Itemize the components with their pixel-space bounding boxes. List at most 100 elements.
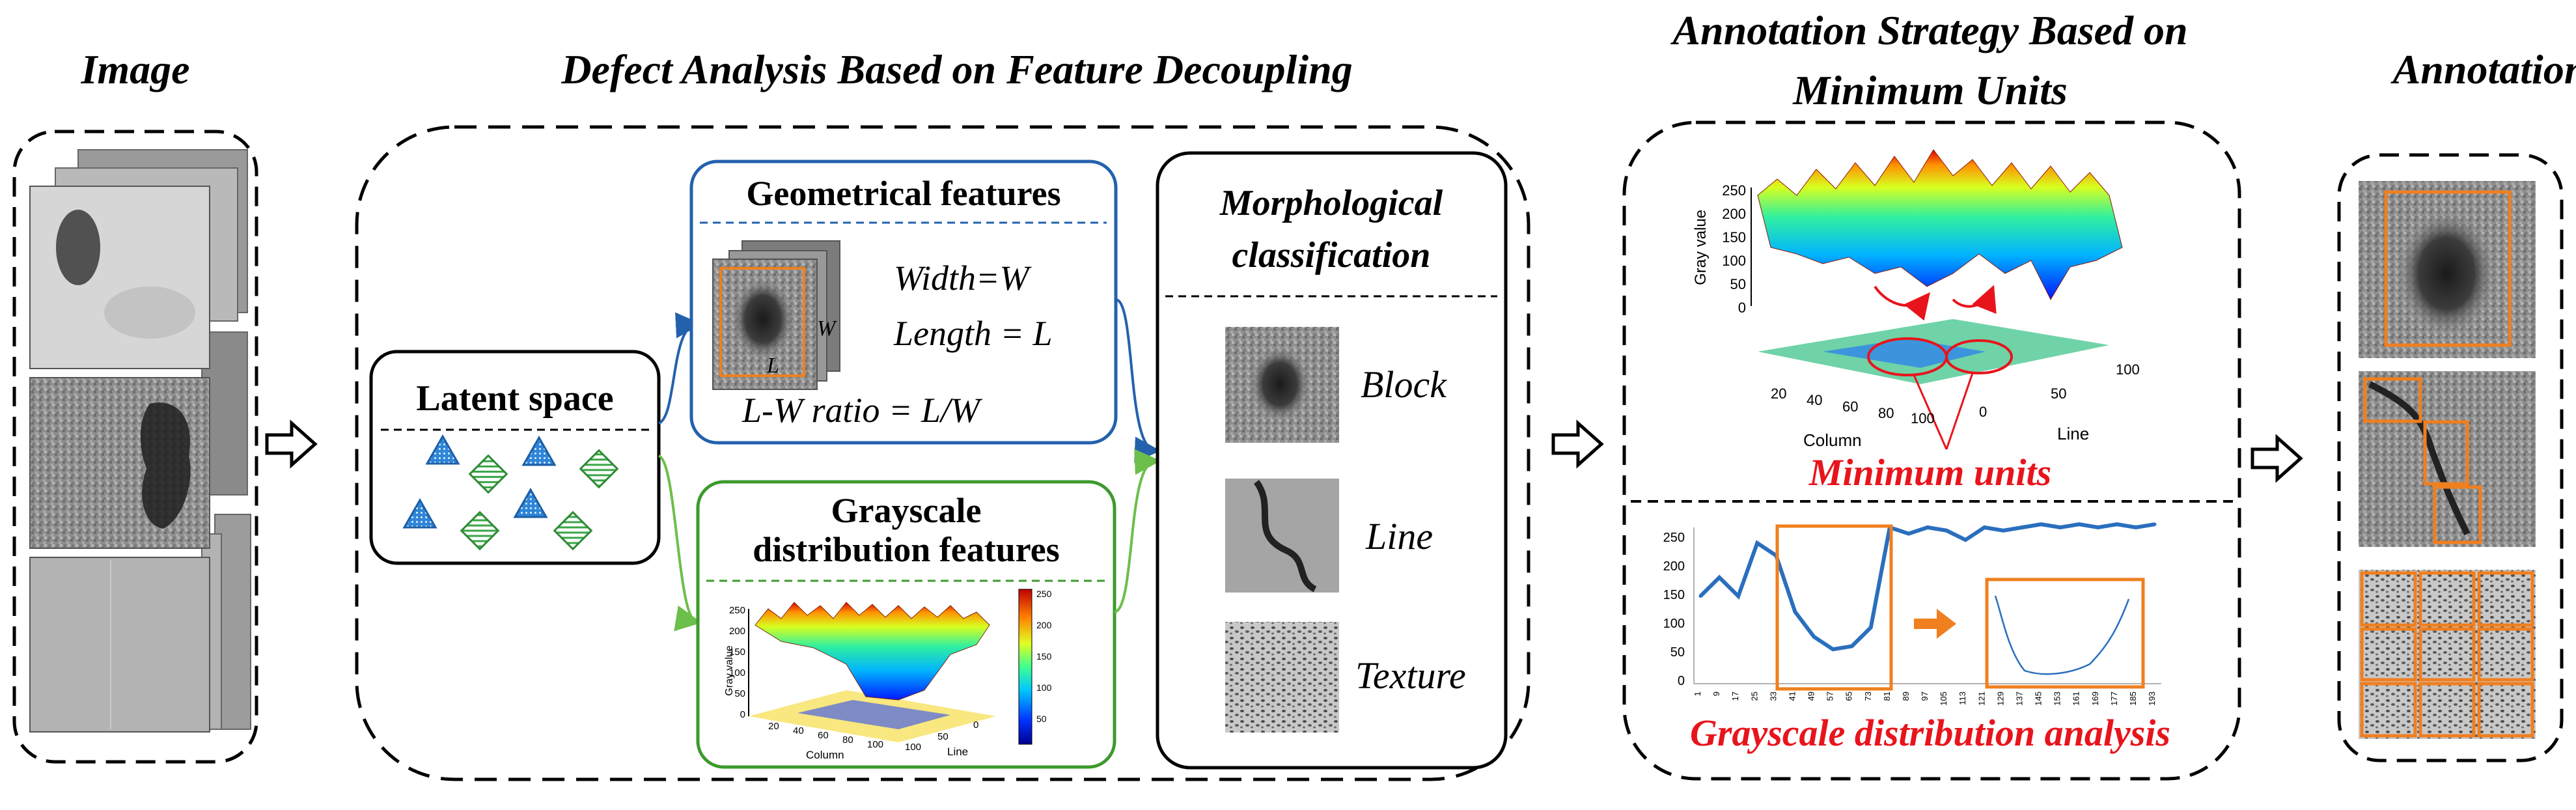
y-tick: 50 [2051, 385, 2066, 402]
z-tick: 50 [1730, 276, 1746, 292]
data-point [1982, 525, 1986, 529]
x-axis-label: Column [1803, 430, 1862, 450]
annotation-box [2360, 571, 2417, 627]
annotation-box [2423, 420, 2469, 486]
colorbar [1018, 589, 1032, 745]
y-tick: 100 [1663, 617, 1685, 631]
z-tick: 150 [1722, 229, 1746, 245]
colorbar-tick: 100 [1036, 682, 1052, 693]
x-tick: 80 [842, 734, 853, 746]
colorbar-tick: 250 [1036, 589, 1052, 599]
annotated-image [2359, 371, 2536, 547]
x-tick: 97 [1920, 691, 1930, 701]
data-point [1963, 538, 1967, 542]
connector-blue [658, 312, 702, 425]
l-mark: L [766, 354, 779, 378]
x-tick: 105 [1939, 691, 1948, 706]
y-tick: 50 [1670, 645, 1685, 660]
x-tick: 1 [1693, 691, 1702, 696]
z-tick: 50 [734, 688, 745, 699]
data-point [1698, 594, 1702, 598]
colorbar-tick: 50 [1036, 714, 1047, 724]
colorbar-tick: 150 [1036, 651, 1052, 662]
z-tick: 200 [729, 626, 745, 637]
triangle-symbol [425, 434, 460, 465]
y-tick: 200 [1663, 559, 1685, 574]
z-axis-label: Gray value [724, 645, 735, 695]
data-point [1926, 525, 1930, 529]
callout-line [1945, 372, 1974, 450]
latent-space-title: Latent space [416, 378, 613, 419]
header-defect-analysis: Defect Analysis Based on Feature Decoupl… [561, 46, 1352, 92]
y-tick: 100 [2116, 361, 2140, 378]
annotated-block [2359, 181, 2536, 358]
minimum-units-caption: Minimum units [1808, 451, 2051, 494]
w-mark: W [817, 316, 837, 341]
data-point [1945, 529, 1948, 533]
diamond-symbol [468, 454, 508, 494]
data-point [1831, 647, 1835, 651]
annotation-box [2477, 682, 2534, 738]
header-strategy-line2: Minimum Units [1792, 67, 2068, 113]
geometric-thumbnail [712, 240, 840, 390]
x-tick: 9 [1711, 691, 1721, 696]
z-axis-label: Gray value [1692, 210, 1710, 285]
x-tick: 81 [1882, 691, 1892, 701]
x-tick: 41 [1787, 691, 1797, 701]
image-panel [12, 130, 258, 764]
series-points [1698, 522, 2157, 651]
x-tick: 49 [1807, 691, 1816, 701]
header-image: Image [80, 46, 189, 92]
triangle-symbol [402, 497, 437, 529]
data-point [1755, 541, 1759, 545]
grayscale-3d-plot: Gray value 250 200 150 100 50 0 20 40 60… [724, 589, 1052, 761]
class-texture: Texture [1355, 654, 1466, 697]
callout-line [1913, 374, 1948, 450]
x-tick: 161 [2071, 691, 2081, 706]
data-point [1717, 576, 1721, 580]
annotation-panel [2337, 153, 2564, 762]
x-tick: 153 [2053, 691, 2062, 706]
triangle-symbol [521, 435, 557, 466]
z-tick: 0 [1738, 300, 1746, 316]
data-point [1736, 594, 1740, 598]
width-equation: Width=W [894, 258, 1032, 298]
y-tick: 250 [1663, 531, 1685, 545]
zoom-arrow [1914, 609, 1956, 639]
y-tick: 100 [905, 742, 921, 753]
z-tick: 200 [1722, 206, 1746, 222]
z-tick: 100 [729, 667, 745, 678]
connector-blue [1115, 298, 1161, 463]
annotated-image [2359, 570, 2536, 739]
geometric-features-title: Geometrical features [746, 174, 1060, 213]
annotation-box [2360, 627, 2417, 682]
z-tick: 250 [1722, 182, 1746, 199]
x-tick: 65 [1844, 691, 1854, 701]
z-tick: 150 [729, 647, 745, 658]
x-tick: 60 [818, 730, 829, 741]
ratio-equation: L-W ratio = L/W [741, 391, 983, 430]
data-point [2153, 522, 2157, 526]
data-point [2040, 522, 2043, 526]
x-tick: 100 [1911, 410, 1935, 426]
x-tick: 20 [768, 721, 779, 732]
annotation-box [2363, 377, 2422, 423]
zoom-box [1985, 578, 2145, 689]
x-tick: 185 [2128, 691, 2138, 706]
y-axis-label: Line [947, 746, 968, 758]
x-tick: 60 [1842, 398, 1858, 415]
series-line [1698, 522, 2155, 652]
data-point [2058, 525, 2062, 529]
annotated-line [2359, 371, 2536, 547]
x-tick: 169 [2090, 691, 2100, 706]
annotation-box [2418, 571, 2476, 627]
annotation-box [2384, 190, 2512, 347]
class-block: Block [1361, 363, 1447, 406]
x-tick: 25 [1749, 691, 1759, 701]
diamond-symbol [460, 510, 500, 551]
y-axis-label: Line [2057, 424, 2089, 443]
x-tick: 89 [1901, 691, 1911, 701]
x-tick: 113 [1958, 691, 1967, 705]
